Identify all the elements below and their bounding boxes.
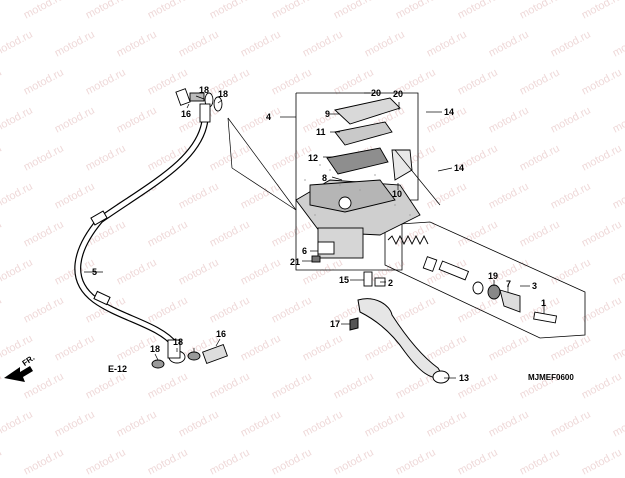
leader-lines [84, 92, 545, 379]
callout-15: 15 [339, 275, 350, 285]
clutch-hose [74, 116, 209, 349]
callout-18-lower-b: 18 [173, 337, 184, 347]
callout-20-top: 20 [371, 88, 382, 98]
switch-6 [311, 241, 335, 263]
callout-9: 9 [325, 109, 331, 119]
banjo-bolt-upper [175, 88, 223, 123]
callout-18-upper-a: 18 [199, 85, 210, 95]
callout-17: 17 [330, 319, 341, 329]
callout-16-upper: 16 [181, 109, 192, 119]
diaphragm-12 [326, 147, 389, 175]
callout-7: 7 [506, 279, 512, 289]
push-rod-1 [533, 311, 558, 324]
callout-18-upper-b: 18 [218, 89, 229, 99]
callout-14-top: 14 [444, 107, 455, 117]
banjo-bolt-lower [151, 339, 228, 369]
callout-1: 1 [541, 298, 547, 308]
callout-3: 3 [532, 281, 538, 291]
callout-11: 11 [316, 127, 326, 137]
diagram-code: MJMEF0600 [528, 373, 574, 382]
reservoir-cap-9 [334, 97, 401, 125]
body-shading [304, 164, 411, 216]
callout-14-right: 14 [454, 163, 465, 173]
reference-code: E-12 [108, 364, 128, 374]
callout-20-right: 20 [393, 89, 404, 99]
callout-6: 6 [302, 246, 308, 256]
front-arrow-icon [4, 366, 33, 382]
piston-kit-3 [387, 234, 521, 313]
callout-5: 5 [92, 267, 98, 277]
clutch-lever-13 [349, 298, 450, 384]
pivot-parts [363, 271, 386, 287]
callout-13: 13 [459, 373, 470, 383]
callout-21: 21 [290, 257, 301, 267]
callout-12: 12 [308, 153, 319, 163]
callout-19: 19 [488, 271, 499, 281]
spring [387, 234, 429, 246]
callout-2: 2 [388, 278, 394, 288]
callout-4: 4 [266, 112, 272, 122]
callout-8: 8 [322, 173, 328, 183]
callout-16-lower: 16 [216, 329, 227, 339]
assembly-box-3 [384, 221, 586, 339]
plate-11 [334, 121, 393, 146]
diagram-drawing [4, 88, 586, 384]
callout-10: 10 [392, 189, 403, 199]
callout-18-lower-a: 18 [150, 344, 161, 354]
